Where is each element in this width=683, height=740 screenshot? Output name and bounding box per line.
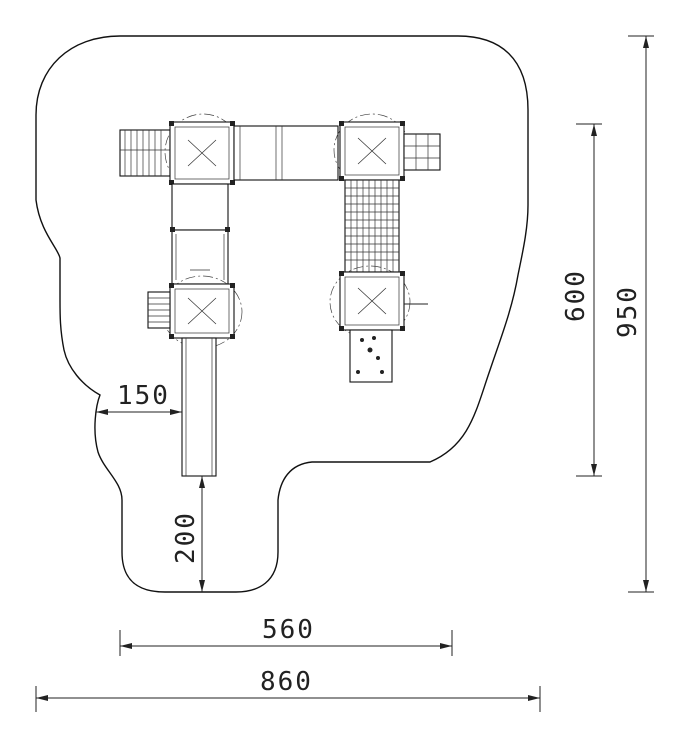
- dimension-label-150: 150: [117, 381, 170, 411]
- dimension-side-clearance: 150: [96, 381, 182, 415]
- dimension-label-560: 560: [262, 615, 315, 645]
- dimension-overall-width: 860: [35, 667, 541, 712]
- tower-top-left: [164, 113, 242, 191]
- dimension-label-600: 600: [561, 269, 591, 322]
- dimension-depth: 600: [561, 123, 602, 477]
- dimension-width: 560: [119, 615, 453, 656]
- dimension-overall-depth: 950: [613, 35, 654, 593]
- passage-left: [170, 183, 230, 285]
- dimension-label-950: 950: [613, 285, 643, 338]
- bridge-top: [233, 125, 339, 181]
- slide: [181, 337, 217, 477]
- net-bridge: [344, 179, 400, 273]
- dimension-label-860: 860: [260, 667, 313, 697]
- safety-zone-outline: [35, 35, 529, 593]
- climbing-panel: [403, 133, 441, 171]
- dimension-label-200: 200: [171, 511, 201, 564]
- stair-platform: [119, 129, 171, 177]
- tower-bottom-right: [329, 265, 411, 339]
- climbing-wall: [349, 329, 393, 383]
- dimension-end-clearance: 200: [171, 476, 205, 592]
- tower-top-right: [333, 113, 411, 187]
- side-ladder: [147, 291, 171, 329]
- tower-bottom-left: [161, 275, 243, 349]
